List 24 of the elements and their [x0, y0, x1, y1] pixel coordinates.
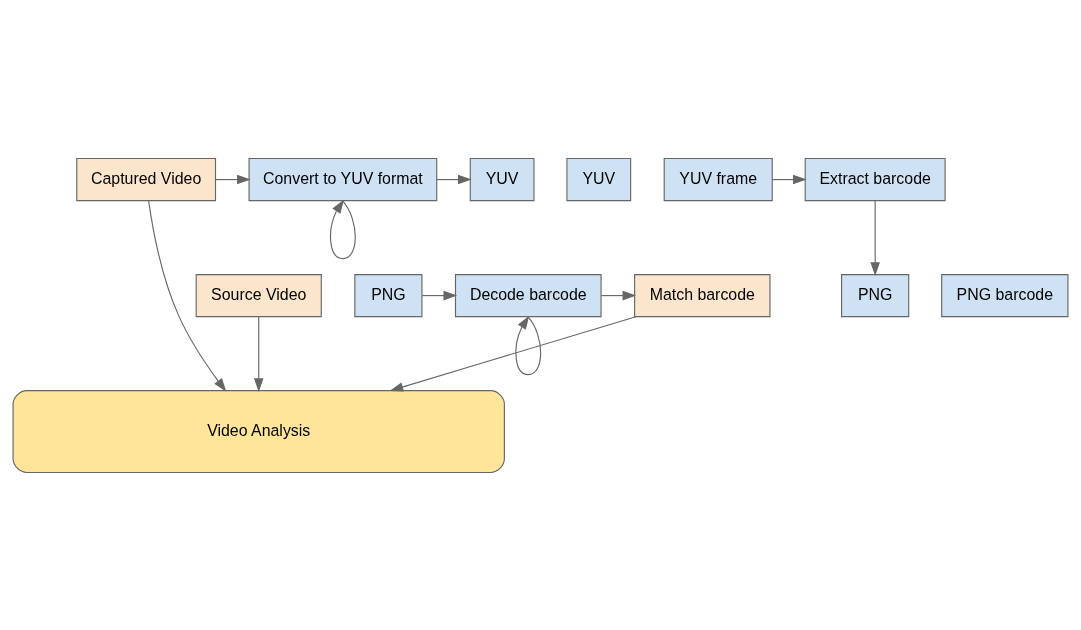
node-box: Decode barcode	[454, 273, 602, 317]
node-box: Source Video	[195, 273, 322, 317]
arrow	[600, 290, 637, 300]
node-box: PNG barcode	[941, 273, 1069, 317]
node-box: Extract barcode	[804, 157, 946, 201]
node-box: PNG	[841, 273, 910, 317]
node-box: YUV	[566, 157, 632, 201]
node-box: Video Analysis	[12, 389, 505, 473]
arrow	[329, 199, 356, 259]
arrow	[253, 315, 264, 392]
node-box: YUV	[469, 157, 535, 201]
arrow	[436, 174, 472, 184]
arrow	[421, 290, 458, 300]
arrow	[215, 174, 251, 184]
arrow	[148, 199, 227, 392]
node-box: Match barcode	[634, 273, 771, 317]
node-box: YUV frame	[663, 157, 773, 201]
node-box: Captured Video	[76, 157, 217, 201]
arrow	[515, 315, 542, 375]
arrow	[389, 315, 637, 392]
node-box: Convert to YUV format	[248, 157, 438, 201]
arrow	[870, 200, 880, 276]
arrow	[771, 174, 807, 184]
node-box: PNG	[354, 273, 423, 317]
